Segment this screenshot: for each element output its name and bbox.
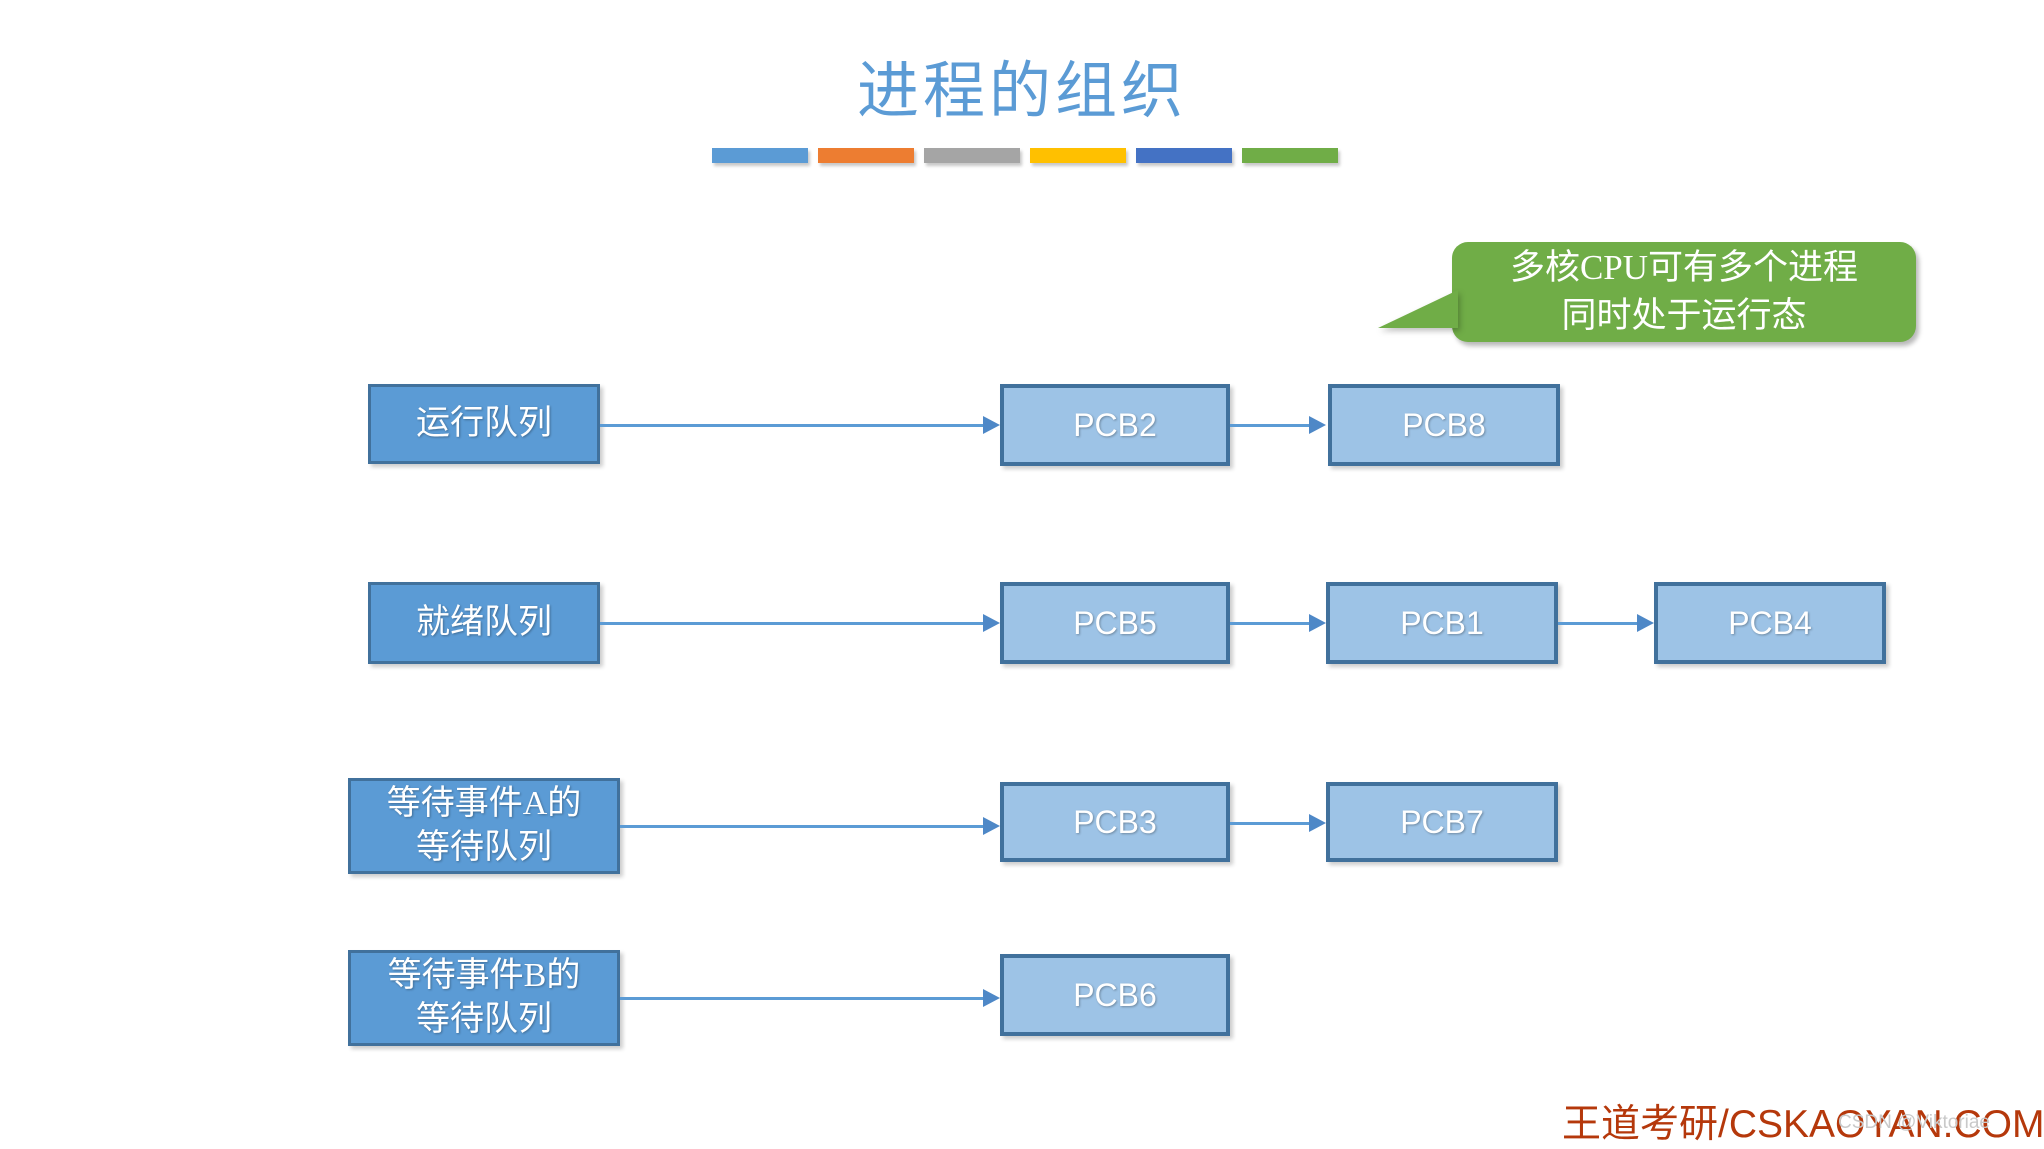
- arrow-head-icon: [1637, 614, 1654, 632]
- csdn-watermark: CSDN @Viktoriae: [1838, 1112, 1990, 1133]
- arrow-ready-to-pcb5: [600, 614, 1000, 632]
- arrow-wait-a-to-pcb3: [620, 817, 1000, 835]
- arrow-pcb3-to-pcb7: [1230, 814, 1326, 832]
- color-bar-navy: [1136, 148, 1232, 163]
- queue-box-wait-event-a[interactable]: 等待事件A的 等待队列: [348, 778, 620, 874]
- pcb-box-pcb2[interactable]: PCB2: [1000, 384, 1230, 466]
- pcb-box-pcb1[interactable]: PCB1: [1326, 582, 1558, 664]
- arrow-head-icon: [983, 989, 1000, 1007]
- pcb-label: PCB8: [1402, 406, 1486, 443]
- pcb-label: PCB3: [1073, 803, 1157, 840]
- callout-line-2: 同时处于运行态: [1561, 296, 1807, 335]
- pcb-box-pcb6[interactable]: PCB6: [1000, 954, 1230, 1036]
- arrow-pcb2-to-pcb8: [1230, 416, 1326, 434]
- callout-text: 多核CPU可有多个进程 同时处于运行态: [1452, 242, 1916, 342]
- arrow-head-icon: [983, 817, 1000, 835]
- pcb-box-pcb8[interactable]: PCB8: [1328, 384, 1560, 466]
- arrow-head-icon: [1309, 814, 1326, 832]
- arrow-head-icon: [983, 614, 1000, 632]
- queue-box-ready[interactable]: 就绪队列: [368, 582, 600, 664]
- arrow-pcb1-to-pcb4: [1558, 614, 1654, 632]
- color-bar-green: [1242, 148, 1338, 163]
- pcb-box-pcb7[interactable]: PCB7: [1326, 782, 1558, 862]
- decorative-color-bars: [712, 148, 1338, 163]
- color-bar-yellow: [1030, 148, 1126, 163]
- arrow-shaft: [620, 824, 983, 828]
- pcb-label: PCB4: [1728, 604, 1812, 641]
- queue-label-line-2: 等待队列: [416, 829, 552, 866]
- pcb-box-pcb4[interactable]: PCB4: [1654, 582, 1886, 664]
- callout-line-1: 多核CPU可有多个进程: [1509, 248, 1859, 287]
- queue-label-line-2: 等待队列: [416, 1001, 552, 1038]
- arrow-head-icon: [983, 416, 1000, 434]
- queue-box-wait-event-b[interactable]: 等待事件B的 等待队列: [348, 950, 620, 1046]
- arrow-shaft: [1558, 621, 1637, 625]
- arrow-head-icon: [1309, 416, 1326, 434]
- pcb-label: PCB2: [1073, 406, 1157, 443]
- color-bar-gray: [924, 148, 1020, 163]
- queue-box-running[interactable]: 运行队列: [368, 384, 600, 464]
- arrow-pcb5-to-pcb1: [1230, 614, 1326, 632]
- brand-watermark: 王道考研/CSKAOYAN.COM: [1562, 1103, 2044, 1146]
- queue-label-line-1: 就绪队列: [416, 604, 552, 641]
- arrow-shaft: [1230, 621, 1309, 625]
- callout-tail-icon: [1378, 290, 1458, 328]
- pcb-label: PCB7: [1400, 803, 1484, 840]
- queue-label-line-1: 等待事件B的: [387, 957, 581, 994]
- pcb-label: PCB6: [1073, 976, 1157, 1013]
- pcb-label: PCB1: [1400, 604, 1484, 641]
- pcb-box-pcb5[interactable]: PCB5: [1000, 582, 1230, 664]
- arrow-wait-b-to-pcb6: [620, 989, 1000, 1007]
- arrow-shaft: [620, 996, 983, 1000]
- arrow-running-to-pcb2: [600, 416, 1000, 434]
- arrow-head-icon: [1309, 614, 1326, 632]
- arrow-shaft: [1230, 821, 1309, 825]
- arrow-shaft: [600, 621, 983, 625]
- queue-label-line-1: 等待事件A的: [386, 785, 582, 822]
- color-bar-orange: [818, 148, 914, 163]
- arrow-shaft: [600, 423, 983, 427]
- color-bar-blue: [712, 148, 808, 163]
- pcb-label: PCB5: [1073, 604, 1157, 641]
- arrow-shaft: [1230, 423, 1309, 427]
- pcb-box-pcb3[interactable]: PCB3: [1000, 782, 1230, 862]
- page-title: 进程的组织: [856, 58, 1187, 126]
- callout-bubble: 多核CPU可有多个进程 同时处于运行态: [1378, 242, 1916, 342]
- queue-label-line-1: 运行队列: [416, 405, 552, 442]
